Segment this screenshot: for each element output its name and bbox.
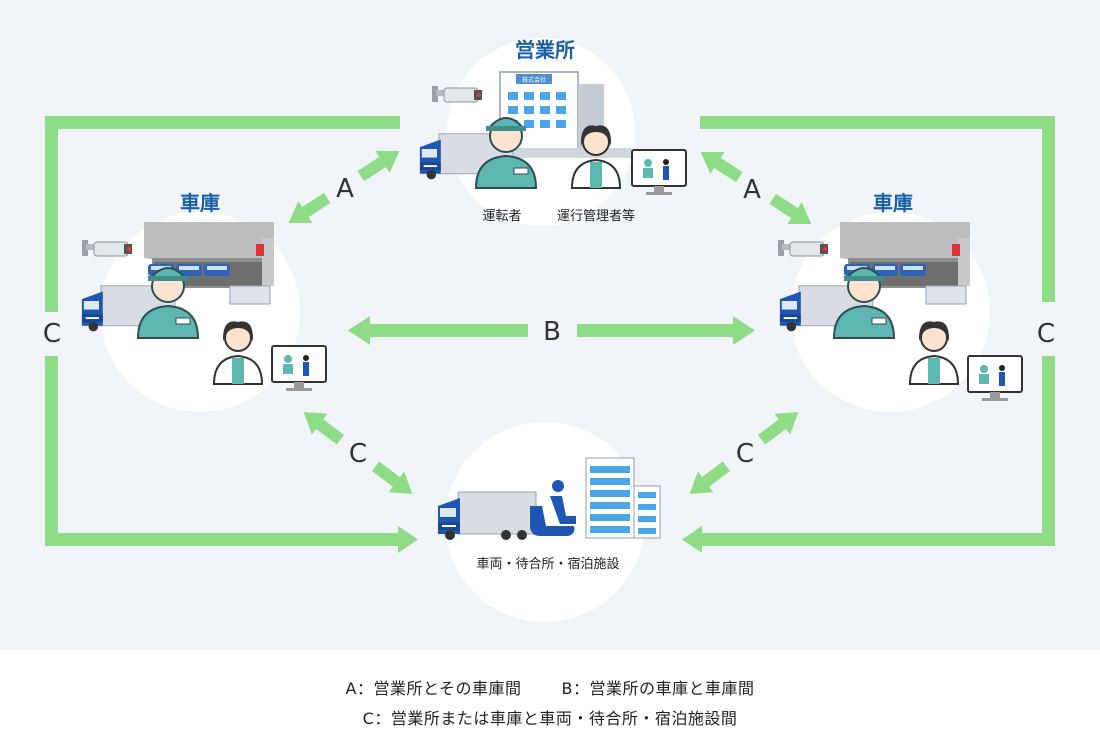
facility-label: 車両・待合所・宿泊施設: [476, 556, 619, 572]
label-c-inner-left: C: [349, 439, 367, 469]
label-a-left: A: [336, 174, 354, 204]
outer-path-left: [45, 116, 418, 553]
seat-icon: [530, 480, 576, 536]
building-sign: 株式会社: [522, 76, 546, 84]
diagram-background: 営業所 運転者 運行管理者等 車庫 車庫 車両・待合所・宿泊施設 株式会社 A …: [0, 0, 1100, 650]
label-c-outer-left: C: [43, 319, 61, 349]
label-c-inner-right: C: [736, 439, 754, 469]
depot-left-title: 車庫: [180, 191, 220, 215]
depot-right-title: 車庫: [873, 191, 913, 215]
arrow-c-left: [303, 412, 413, 494]
arrow-b: [348, 316, 755, 345]
arrow-a-left: [288, 151, 400, 223]
arrow-a-right: [700, 152, 812, 224]
legend-b: B：営業所の車庫と車庫間: [561, 679, 755, 698]
legend-line-2: C：営業所または車庫と車両・待合所・宿泊施設間: [0, 705, 1100, 729]
label-c-outer-right: C: [1037, 319, 1055, 349]
label-b: B: [543, 317, 561, 347]
legend-line-1: A：営業所とその車庫間 B：営業所の車庫と車庫間: [0, 675, 1100, 699]
label-a-right: A: [743, 175, 761, 205]
driver-label: 運転者: [482, 209, 521, 224]
office-illustration: [419, 71, 687, 196]
arrow-c-right: [689, 412, 799, 494]
facility-illustration: [437, 457, 661, 541]
depot-right-illustration: [777, 222, 1023, 402]
hotel-building-icon: [585, 457, 661, 539]
depot-left-illustration: [81, 222, 327, 392]
legend-a: A：営業所とその車庫間: [345, 679, 522, 698]
legend-c: C：営業所または車庫と車両・待合所・宿泊施設間: [362, 709, 738, 728]
diagram-canvas: 営業所 運転者 運行管理者等 車庫 車庫 車両・待合所・宿泊施設 株式会社 A …: [43, 38, 1055, 622]
manager-label: 運行管理者等: [557, 208, 635, 224]
outer-path-right: [682, 116, 1055, 553]
office-title: 営業所: [515, 38, 575, 62]
